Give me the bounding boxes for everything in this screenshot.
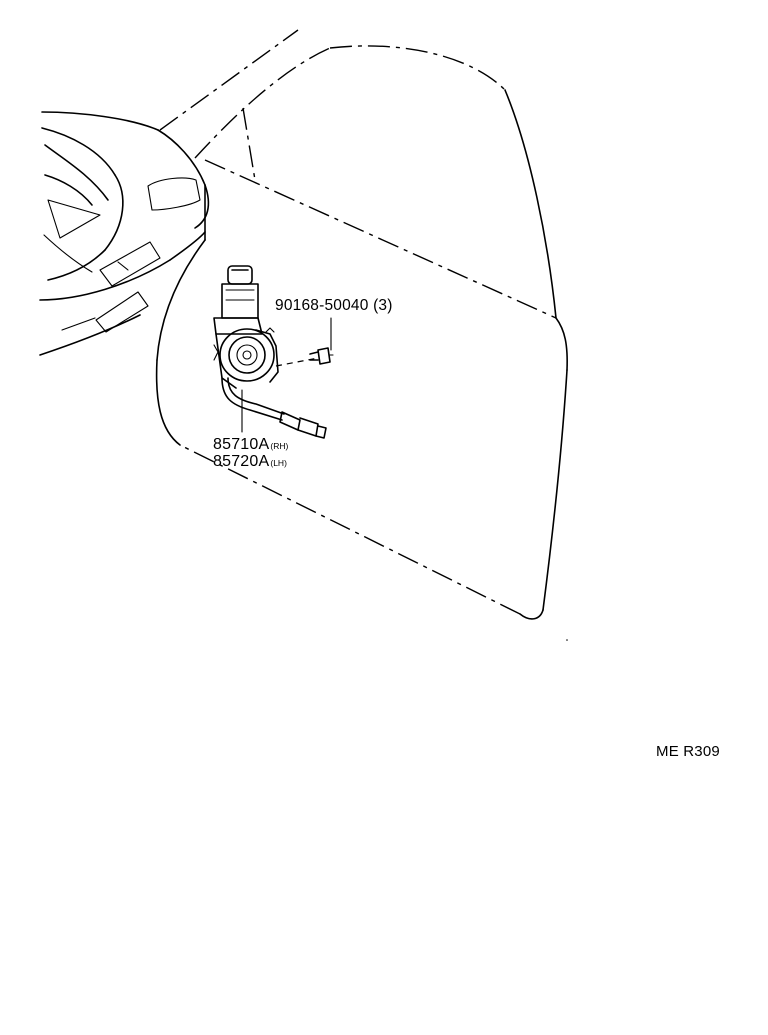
stray-dot	[566, 639, 568, 641]
motor-lh-part-number: 85720A	[213, 453, 270, 470]
bolt-part-number-label: 90168-50040 (3)	[275, 297, 393, 314]
motor-lh-label: 85720A(LH)	[213, 454, 287, 470]
motor-lh-side: (LH)	[270, 458, 287, 468]
power-window-motor-icon	[213, 265, 319, 389]
door-outline	[155, 45, 568, 620]
connector-icon	[279, 411, 327, 439]
motor-rh-label: 85710A(RH)	[213, 437, 288, 453]
motor-rh-part-number: 85710A	[213, 436, 270, 453]
diagram-code-label: ME R309	[656, 743, 720, 760]
windshield-pillar	[159, 29, 331, 181]
bolt-icon	[309, 317, 334, 365]
wire-harness-icon	[221, 377, 285, 433]
motor-rh-side: (RH)	[270, 441, 289, 451]
dashboard-outline	[39, 111, 210, 356]
